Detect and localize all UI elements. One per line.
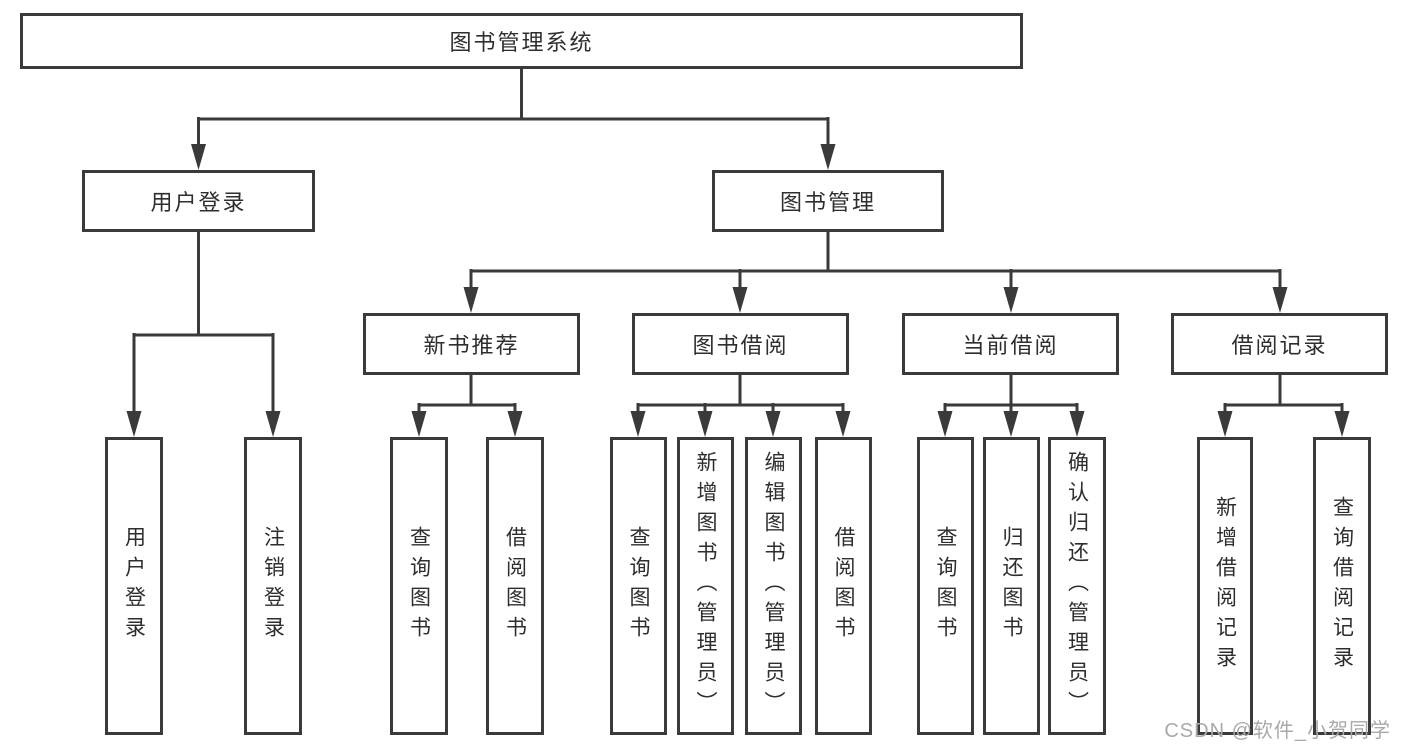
node-book-borrow-label: 图书借阅 [692,333,789,358]
node-borrow-records: 借阅记录 [1171,313,1388,375]
leaf-logout: 注销登录 [244,437,302,735]
leaf-current-return-book-label: 归还图书 [1000,526,1023,646]
node-book-borrow: 图书借阅 [632,313,849,375]
leaf-records-add-record-label: 新增借阅记录 [1213,496,1237,676]
node-new-book-recommend: 新书推荐 [363,313,580,375]
leaf-current-confirm-return-admin-label: 确认归还（管理员） [1065,451,1089,721]
connector-borrow-to-leaves [630,375,851,437]
connector-recommend-to-leaves [411,375,523,437]
connector-book-management-to-level3 [463,232,1288,313]
watermark: CSDN @软件_小贺同学 [1164,720,1391,742]
leaf-borrow-borrow-book: 借阅图书 [815,437,872,735]
leaf-borrow-borrow-book-label: 借阅图书 [832,526,855,646]
node-current-borrow: 当前借阅 [902,313,1119,375]
node-current-borrow-label: 当前借阅 [962,333,1059,358]
leaf-user-login-label: 用户登录 [122,526,146,646]
leaf-borrow-edit-book-admin-label: 编辑图书（管理员） [762,451,785,721]
leaf-logout-label: 注销登录 [261,526,285,646]
leaf-borrow-edit-book-admin: 编辑图书（管理员） [745,437,802,735]
connector-current-to-leaves [937,375,1085,437]
node-book-management: 图书管理 [712,170,944,232]
leaf-current-query-book-label: 查询图书 [934,526,957,646]
connector-root-to-level2 [191,66,836,170]
node-library-system: 图书管理系统 [20,13,1023,69]
leaf-recommend-query-book: 查询图书 [390,437,448,735]
leaf-current-return-book: 归还图书 [983,437,1040,735]
connector-records-to-leaves [1217,375,1350,437]
leaf-records-add-record: 新增借阅记录 [1197,437,1253,735]
leaf-recommend-query-book-label: 查询图书 [407,526,431,646]
leaf-recommend-borrow-book-label: 借阅图书 [503,526,527,646]
leaf-borrow-query-book: 查询图书 [610,437,667,735]
leaf-recommend-borrow-book: 借阅图书 [486,437,544,735]
node-new-book-recommend-label: 新书推荐 [423,333,520,358]
connector-user-login-to-leaves [126,232,281,437]
node-user-login-label: 用户登录 [150,190,247,215]
leaf-records-query-record: 查询借阅记录 [1313,437,1371,735]
leaf-user-login: 用户登录 [105,437,163,735]
node-book-management-label: 图书管理 [779,190,876,215]
leaf-current-confirm-return-admin: 确认归还（管理员） [1048,437,1106,735]
node-user-login: 用户登录 [82,170,315,232]
node-borrow-records-label: 借阅记录 [1231,333,1328,358]
leaf-current-query-book: 查询图书 [917,437,974,735]
leaf-borrow-add-book-admin-label: 新增图书（管理员） [694,451,717,721]
leaf-borrow-query-book-label: 查询图书 [627,526,650,646]
node-library-system-label: 图书管理系统 [449,30,594,55]
leaf-records-query-record-label: 查询借阅记录 [1330,496,1354,676]
leaf-borrow-add-book-admin: 新增图书（管理员） [677,437,734,735]
